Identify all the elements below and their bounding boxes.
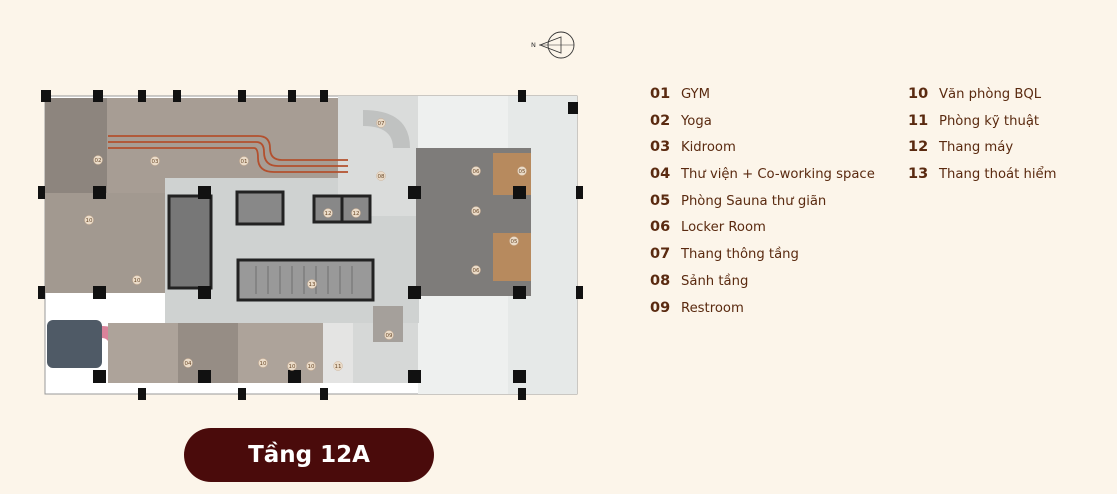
room-label: 02 [95, 158, 102, 164]
legend-item-label: Phòng kỹ thuật [939, 113, 1040, 129]
legend-item-label: Thư viện + Co-working space [681, 167, 875, 183]
legend-item-number: 09 [650, 299, 671, 316]
legend-item-label: Thang thoát hiểm [939, 167, 1057, 183]
legend-item-number: 13 [908, 166, 929, 183]
legend-item-label: Yoga [681, 113, 712, 129]
room-label: 05 [511, 239, 518, 245]
room-label: 13 [309, 282, 316, 288]
room-label: 10 [308, 364, 315, 370]
room-label: 06 [473, 169, 480, 175]
floor-plan: 02 03 01 07 08 06 05 06 05 06 10 10 12 1… [38, 90, 583, 400]
legend-item-number: 03 [650, 139, 671, 156]
room-label: 11 [335, 364, 342, 370]
room-label: 03 [152, 159, 159, 165]
room-label: 10 [260, 361, 267, 367]
legend-item-label: Locker Room [681, 220, 766, 236]
compass-north-label: N [531, 41, 536, 49]
legend-item-label: Thang thông tầng [681, 247, 799, 263]
legend-item: 05 Phòng Sauna thư giãn [650, 193, 875, 220]
legend-column-1: 01 GYM 02 Yoga 03 Kidroom 04 Thư viện + Co-w… [650, 86, 875, 326]
legend-item: 11 Phòng kỹ thuật [908, 113, 1056, 140]
legend-item-label: Phòng Sauna thư giãn [681, 193, 827, 209]
legend-item-label: GYM [681, 87, 710, 102]
room-label: 09 [386, 333, 393, 339]
legend-item-label: Sảnh tầng [681, 273, 749, 289]
room-label: 05 [519, 169, 526, 175]
legend-item-label: Restroom [681, 300, 744, 316]
legend-item: 04 Thư viện + Co-working space [650, 166, 875, 193]
room-label: 07 [378, 121, 385, 127]
legend-item-number: 12 [908, 139, 929, 156]
room-label: 06 [473, 209, 480, 215]
legend-item-number: 01 [650, 86, 671, 102]
legend-item-number: 02 [650, 112, 671, 129]
legend-item-number: 07 [650, 246, 671, 263]
room-label: 08 [378, 174, 385, 180]
room-label: 10 [134, 278, 141, 284]
room-label: 12 [353, 211, 360, 217]
legend-item: 02 Yoga [650, 113, 875, 140]
legend-item: 06 Locker Room [650, 219, 875, 246]
legend-item-number: 10 [908, 86, 929, 102]
room-label: 06 [473, 268, 480, 274]
legend-item-number: 05 [650, 192, 671, 209]
legend-item: 01 GYM [650, 86, 875, 113]
legend-item-number: 11 [908, 112, 929, 129]
room-label: 10 [86, 218, 93, 224]
legend-item: 13 Thang thoát hiểm [908, 166, 1056, 193]
legend-item: 07 Thang thông tầng [650, 246, 875, 273]
room-label: 10 [289, 364, 296, 370]
legend-item: 09 Restroom [650, 300, 875, 327]
legend-item: 08 Sảnh tầng [650, 273, 875, 300]
legend-item-label: Kidroom [681, 140, 736, 156]
compass-icon: N [531, 31, 575, 59]
room-label: 01 [241, 159, 248, 165]
legend-item-number: 08 [650, 272, 671, 289]
legend-item: 03 Kidroom [650, 139, 875, 166]
room-label: 12 [325, 211, 332, 217]
room-legend: 01 GYM 02 Yoga 03 Kidroom 04 Thư viện + Co-w… [650, 86, 1110, 316]
legend-item-label: Văn phòng BQL [939, 87, 1042, 102]
legend-item-number: 04 [650, 166, 671, 183]
legend-item: 10 Văn phòng BQL [908, 86, 1056, 113]
legend-item: 12 Thang máy [908, 139, 1056, 166]
legend-item-label: Thang máy [939, 140, 1014, 156]
floor-select-button[interactable]: Tầng 12A [184, 428, 434, 482]
legend-item-number: 06 [650, 219, 671, 236]
room-label: 04 [185, 361, 192, 367]
